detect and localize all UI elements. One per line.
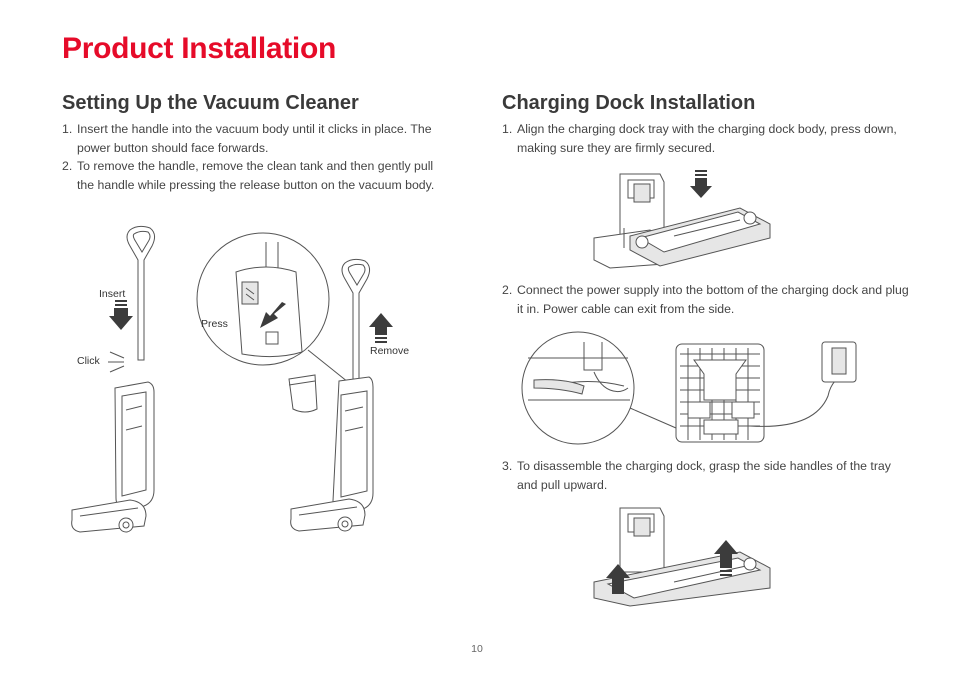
dock-assembly-illustration <box>593 170 771 269</box>
insert-label: Insert <box>99 288 126 300</box>
click-label: Click <box>77 355 100 367</box>
vacuum-remove-illustration <box>288 258 393 532</box>
vacuum-setup-heading: Setting Up the Vacuum Cleaner <box>62 92 359 114</box>
dock-disassembly-illustration <box>593 507 771 607</box>
vacuum-step-1: 1.Insert the handle into the vacuum body… <box>62 122 432 155</box>
release-button-zoom-illustration <box>196 232 349 383</box>
vacuum-step-2: 2.To remove the handle, remove the clean… <box>62 159 435 192</box>
page-title: Product Installation <box>62 32 337 65</box>
dock-step-2: 2.Connect the power supply into the bott… <box>502 283 909 316</box>
dock-step-3: 3.To disassemble the charging dock, gras… <box>502 459 891 492</box>
page-number: 10 <box>471 643 483 655</box>
power-supply-illustration <box>521 331 857 445</box>
dock-install-heading: Charging Dock Installation <box>502 92 756 114</box>
press-label: Press <box>201 318 228 330</box>
vacuum-setup-steps: 1.Insert the handle into the vacuum body… <box>62 120 447 194</box>
dock-step-1: 1.Align the charging dock tray with the … <box>502 122 897 155</box>
remove-label: Remove <box>370 345 410 357</box>
vacuum-insert-illustration <box>71 225 156 533</box>
